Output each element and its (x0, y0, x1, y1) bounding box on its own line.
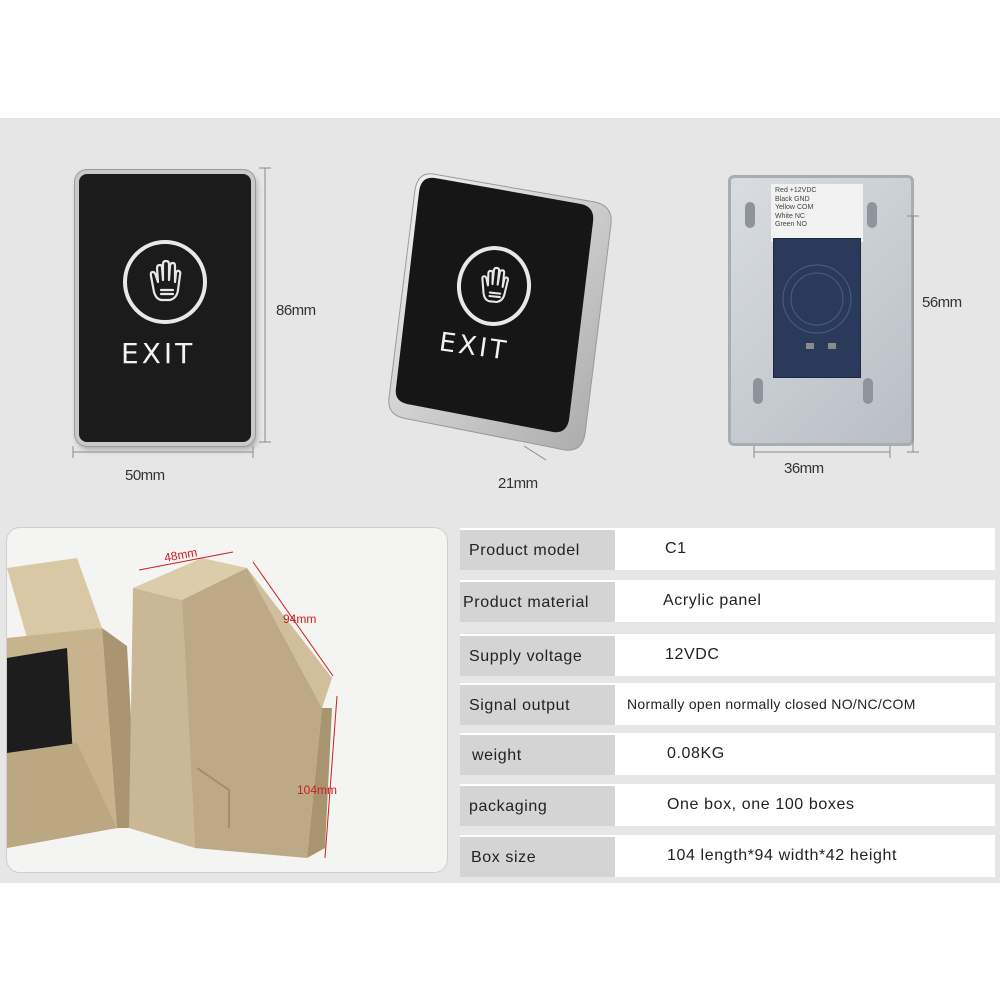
spec-label: weight (460, 733, 615, 775)
spec-row: Product material Acrylic panel (460, 580, 995, 622)
exit-button-front: EXIT (75, 170, 255, 446)
hand-icon (481, 266, 510, 304)
spec-value: Normally open normally closed NO/NC/COM (615, 683, 995, 725)
wiring-row: Yellow COM (775, 204, 814, 211)
spec-row: weight 0.08KG (460, 733, 995, 775)
spec-row: packaging One box, one 100 boxes (460, 784, 995, 826)
back-height-label: 56mm (922, 294, 962, 311)
spec-label: packaging (460, 784, 615, 826)
mount-slot (867, 202, 877, 228)
hand-ring-angled (453, 242, 535, 330)
circuit-board (773, 238, 861, 378)
wiring-row: Red +12VDC (775, 187, 817, 194)
mount-slot (863, 378, 873, 404)
hand-icon (149, 259, 182, 302)
exit-label: EXIT (121, 337, 196, 370)
spec-value: Acrylic panel (615, 580, 995, 622)
angled-view: EXIT (385, 172, 615, 462)
depth-label: 21mm (498, 475, 538, 492)
front-width-line (72, 446, 254, 458)
mount-slot (753, 378, 763, 404)
spec-label: Product material (460, 580, 615, 622)
back-height-line (907, 215, 919, 453)
wiring-row: Green NO (775, 221, 807, 228)
spec-label: Supply voltage (460, 634, 615, 676)
box-height-label: 94mm (283, 612, 317, 626)
pcb-coil (782, 264, 852, 349)
packaging-photo: 48mm 94mm 104mm (6, 527, 448, 873)
spec-row: Signal output Normally open normally clo… (460, 683, 995, 725)
mount-slot (745, 202, 755, 228)
exit-button-back: Red +12VDC Black GND Yellow COM White NC… (728, 175, 914, 446)
spec-label: Product model (460, 528, 615, 570)
spec-value: C1 (615, 528, 995, 570)
wiring-label: Red +12VDC Black GND Yellow COM White NC… (771, 184, 863, 242)
back-width-label: 36mm (784, 460, 824, 477)
wiring-row: White NC (775, 212, 805, 220)
exit-button-angled (388, 173, 612, 451)
spec-value: 0.08KG (615, 733, 995, 775)
spec-value: 104 length*94 width*42 height (615, 835, 995, 877)
front-width-label: 50mm (125, 467, 165, 484)
spec-row: Box size 104 length*94 width*42 height (460, 835, 995, 877)
spec-label: Box size (460, 835, 615, 877)
wiring-row: Black GND (775, 195, 810, 203)
front-height-line (259, 167, 271, 443)
cardboard-boxes (7, 551, 338, 859)
spec-value: One box, one 100 boxes (615, 784, 995, 826)
spec-label: Signal output (460, 683, 615, 725)
hand-ring (123, 240, 207, 324)
spec-value: 12VDC (615, 634, 995, 676)
spec-row: Supply voltage 12VDC (460, 634, 995, 676)
box-length-label: 104mm (297, 783, 338, 797)
back-width-line (753, 446, 891, 458)
front-height-label: 86mm (276, 302, 316, 319)
depth-line (523, 445, 547, 461)
spec-row: Product model C1 (460, 528, 995, 570)
